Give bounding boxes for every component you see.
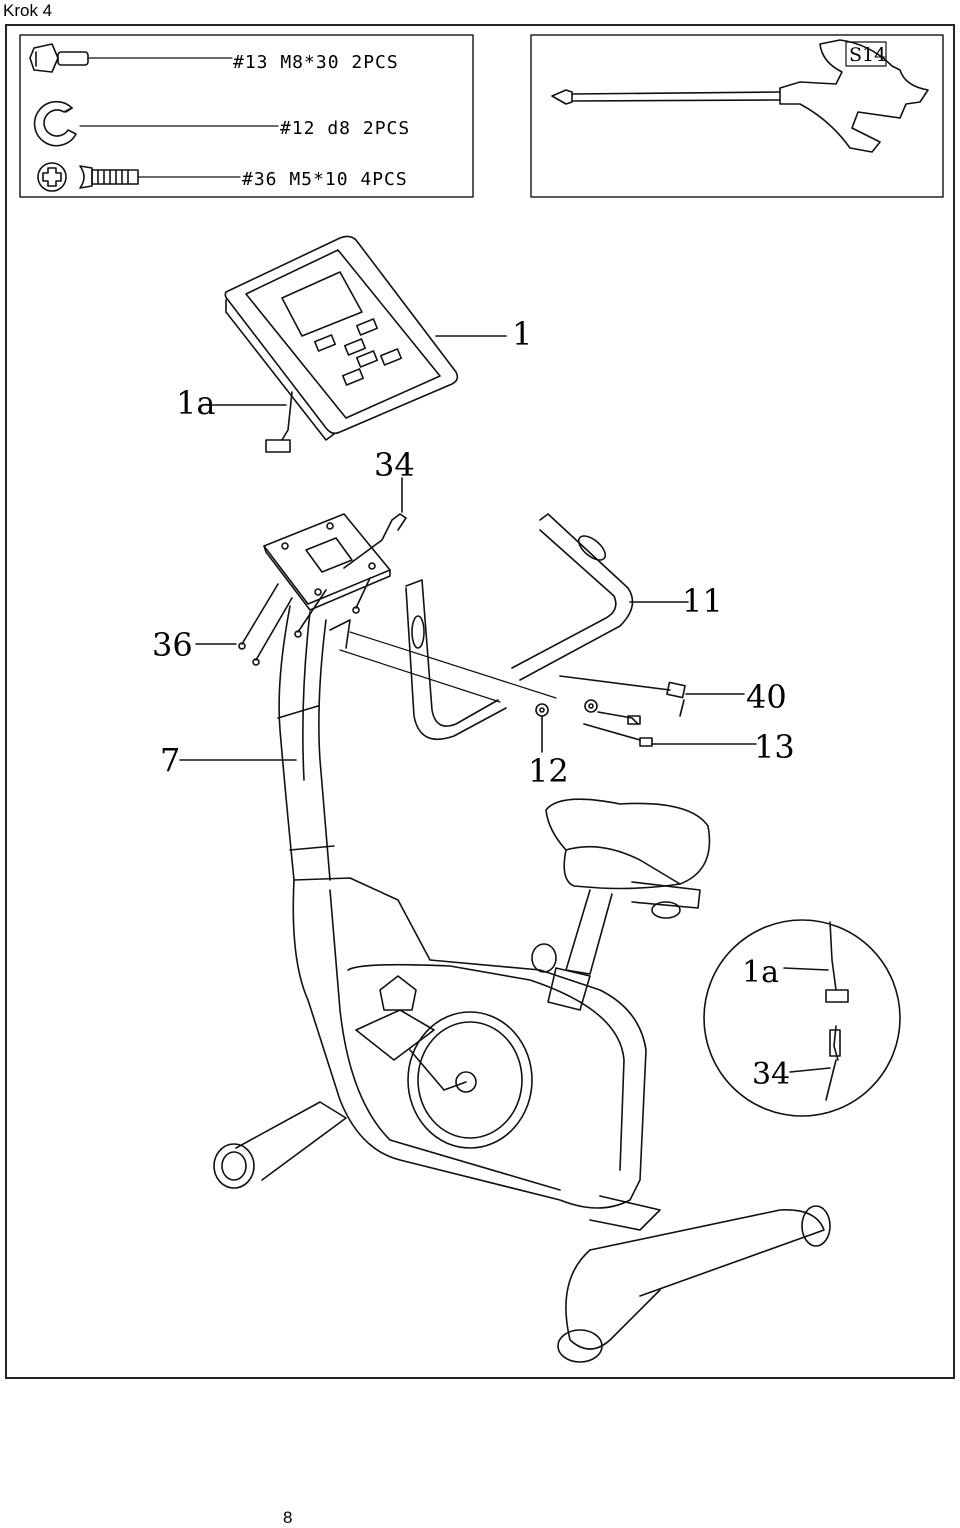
callout-1a: 1a (176, 384, 215, 422)
screws-36 (195, 577, 371, 666)
diagram-frame (5, 24, 955, 1379)
callout-13: 13 (754, 728, 795, 766)
page-number: 8 (283, 1508, 293, 1527)
callout-11: 11 (682, 582, 723, 620)
hex-bolt-icon (29, 43, 233, 73)
step-title: Krok 4 (3, 1, 53, 20)
wrench-screwdriver-icon (551, 39, 929, 153)
callout-detail-1a: 1a (742, 955, 779, 990)
tool-label: S14 (849, 44, 886, 66)
base-stabilizers (213, 1101, 831, 1363)
bike-frame (292, 877, 647, 1209)
callout-34: 34 (374, 446, 415, 484)
hardware-label-13: #13 M8*30 2PCS (233, 52, 399, 73)
upright-post (179, 605, 351, 881)
fasteners (535, 675, 757, 753)
detail-circle (703, 919, 901, 1117)
split-washer-icon (33, 100, 279, 147)
console-icon (205, 235, 507, 453)
callout-36: 36 (152, 626, 193, 664)
hardware-label-12: #12 d8 2PCS (280, 118, 410, 139)
hardware-box (19, 34, 474, 198)
handlebar (339, 513, 689, 741)
tool-box (530, 34, 944, 198)
callout-1: 1 (512, 315, 532, 353)
seat (531, 798, 711, 1011)
mounting-plate (263, 477, 407, 611)
callout-12: 12 (528, 752, 569, 790)
hardware-label-36: #36 M5*10 4PCS (242, 169, 408, 190)
callout-40: 40 (746, 678, 787, 716)
callout-7: 7 (160, 741, 180, 779)
callout-detail-34: 34 (752, 1057, 790, 1092)
phillips-screw-icon (37, 162, 241, 192)
